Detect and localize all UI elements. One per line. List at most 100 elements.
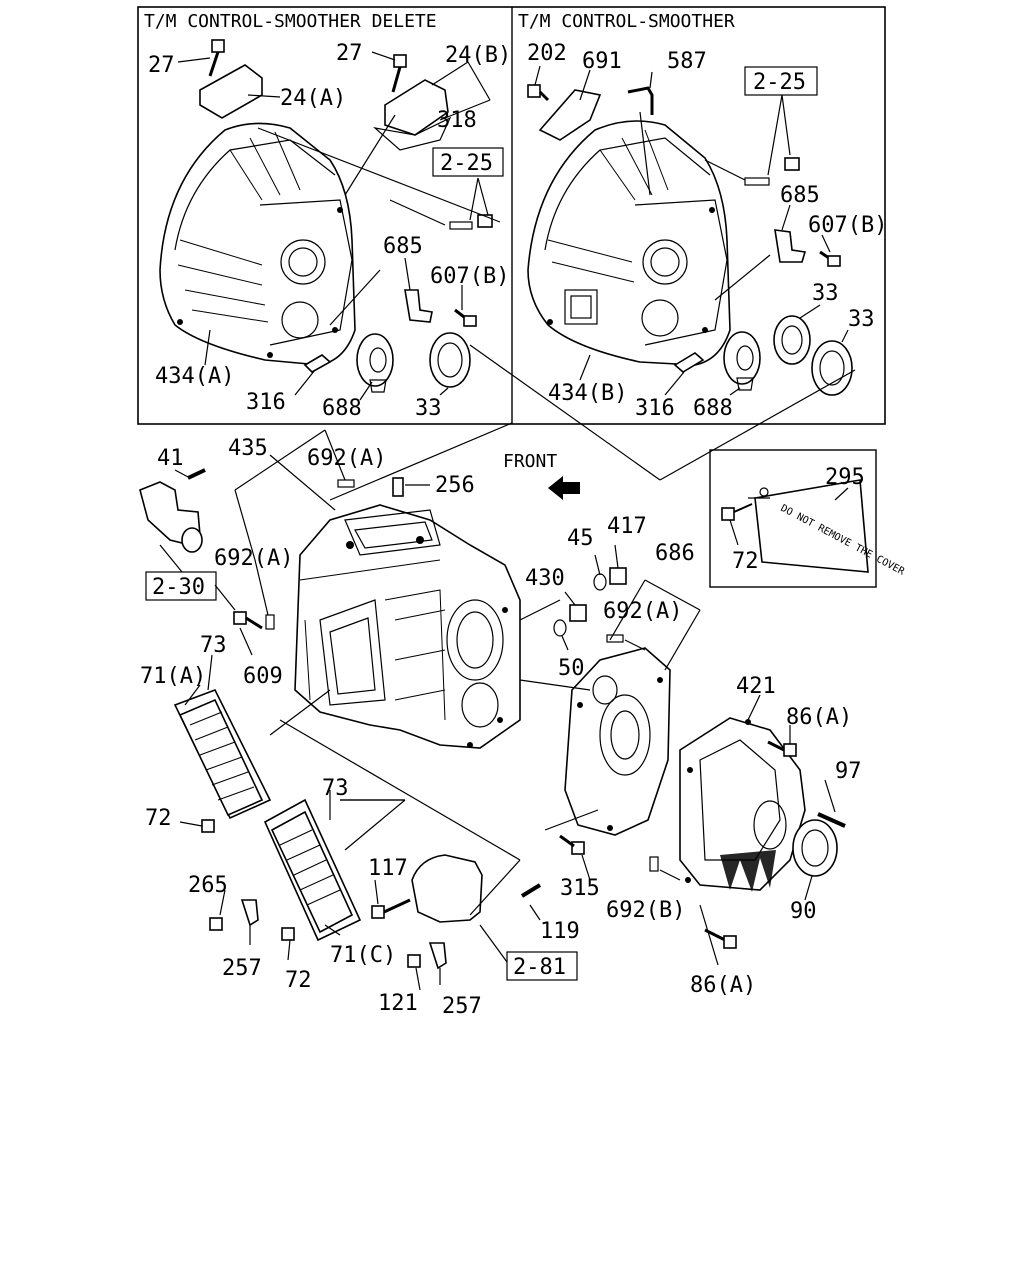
cover-71c-with-gasket-73 <box>263 798 362 942</box>
rear-housing-686 <box>564 647 671 836</box>
callout-686: 686 <box>655 541 695 566</box>
bracket-691 <box>538 89 602 141</box>
callout-430: 430 <box>525 566 565 591</box>
callout-117: 117 <box>368 856 408 881</box>
callout-202: 202 <box>527 41 567 66</box>
callout-33: 33 <box>812 281 839 306</box>
callout-45: 45 <box>567 526 594 551</box>
callout-73: 73 <box>200 633 227 658</box>
callout-257: 257 <box>442 994 482 1019</box>
stud-119 <box>520 883 542 898</box>
bolt-27-mid <box>391 54 407 93</box>
cover-71a-with-gasket-73 <box>173 688 272 820</box>
callout-692a: 692(A) <box>603 599 682 624</box>
callout-691: 691 <box>582 49 622 74</box>
callout-318: 318 <box>437 108 477 133</box>
dowel-692a-left <box>265 614 275 630</box>
callout-24a: 24(A) <box>280 86 346 111</box>
seal-688-left <box>356 333 394 393</box>
callout-316: 316 <box>635 396 675 421</box>
ref-box-2-25-right: 2-25 <box>744 66 818 96</box>
plate-316-right <box>673 352 705 373</box>
pto-cover-2-81 <box>411 854 483 923</box>
bolt-265 <box>209 917 223 931</box>
plug-256 <box>392 477 404 497</box>
callout-417: 417 <box>607 514 647 539</box>
plug-430 <box>569 604 587 622</box>
clutch-housing-434a <box>159 122 356 366</box>
bolt-607b-right <box>819 250 841 267</box>
callout-41: 41 <box>157 446 184 471</box>
front-label: FRONT <box>503 451 557 472</box>
callout-685: 685 <box>383 234 423 259</box>
callout-685: 685 <box>780 183 820 208</box>
callout-692a: 692(A) <box>214 546 293 571</box>
callout-labels: 27 24(A) 27 24(B) 318 685 607(B) 434(A) … <box>140 41 887 1019</box>
cover-24b <box>373 79 452 151</box>
clutch-housing-434b <box>527 120 731 366</box>
right-panel-title: T/M CONTROL-SMOOTHER <box>518 11 735 32</box>
ref-box-2-30: 2-30 <box>145 571 217 601</box>
callout-72: 72 <box>145 806 172 831</box>
callout-90: 90 <box>790 899 817 924</box>
callout-24b: 24(B) <box>445 43 511 68</box>
oring-50 <box>553 619 567 637</box>
svg-text:2-25: 2-25 <box>753 70 806 95</box>
warning-plate-295 <box>754 479 869 573</box>
left-panel-title: T/M CONTROL-SMOOTHER DELETE <box>144 11 437 32</box>
callout-607b: 607(B) <box>808 213 887 238</box>
bolt-72-bottom <box>281 927 295 941</box>
bolt-607b-left <box>454 308 477 327</box>
leader-lines-top <box>177 51 856 481</box>
warning-plate-box <box>709 449 877 588</box>
pipe-587 <box>627 86 654 115</box>
callout-421: 421 <box>736 674 776 699</box>
bracket-685-left <box>404 289 433 323</box>
callout-27: 27 <box>336 41 363 66</box>
callout-121: 121 <box>378 991 418 1016</box>
callout-27: 27 <box>148 53 175 78</box>
callout-86a: 86(A) <box>690 973 756 998</box>
callout-607b: 607(B) <box>430 264 509 289</box>
seal-33-right-a <box>773 315 811 365</box>
seal-33-right-b <box>811 340 853 396</box>
seal-90 <box>792 819 838 877</box>
shift-bracket-41 <box>139 468 206 553</box>
svg-text:2-81: 2-81 <box>513 955 566 980</box>
callout-86a: 86(A) <box>786 705 852 730</box>
bolt-117 <box>371 898 411 919</box>
callout-265: 265 <box>188 873 228 898</box>
dowel-692a-top <box>337 479 355 488</box>
callout-71a: 71(A) <box>140 664 206 689</box>
callout-97: 97 <box>835 759 862 784</box>
cover-24a <box>199 64 263 119</box>
seal-33-left <box>429 332 471 388</box>
ref-box-2-25-left: 2-25 <box>432 147 504 177</box>
bolt-202 <box>527 84 550 102</box>
callout-72: 72 <box>732 549 759 574</box>
callout-73: 73 <box>322 776 349 801</box>
callout-50: 50 <box>558 656 585 681</box>
svg-text:2-30: 2-30 <box>152 575 205 600</box>
bracket-685-right <box>774 229 807 263</box>
transmission-case-435 <box>294 504 521 749</box>
bolt-315 <box>559 834 585 855</box>
callout-435: 435 <box>228 436 268 461</box>
seal-688-right <box>723 331 761 391</box>
callout-72: 72 <box>285 968 312 993</box>
bolt-72-left <box>179 819 215 833</box>
rear-cover-421 <box>679 717 806 892</box>
pin-2-25-right <box>744 157 800 186</box>
bolt-609 <box>233 611 263 630</box>
leader-lines-lower <box>159 422 849 991</box>
callout-33: 33 <box>415 396 442 421</box>
callout-33: 33 <box>848 307 875 332</box>
callout-256: 256 <box>435 473 475 498</box>
callout-688: 688 <box>322 396 362 421</box>
top-panel-frame <box>137 6 886 425</box>
svg-text:2-25: 2-25 <box>440 151 493 176</box>
callout-688: 688 <box>693 396 733 421</box>
callout-71c: 71(C) <box>330 943 396 968</box>
callout-295: 295 <box>825 465 865 490</box>
